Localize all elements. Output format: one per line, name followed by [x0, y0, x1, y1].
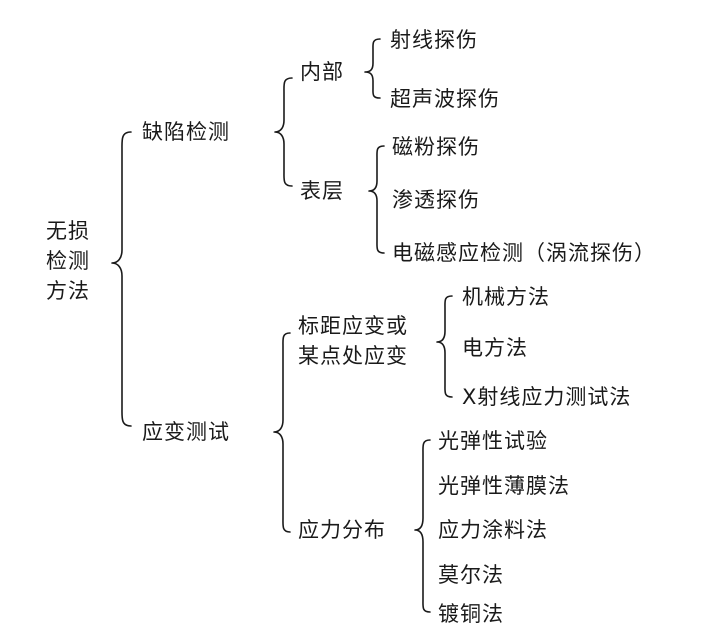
brace-internal	[364, 38, 381, 99]
leaf-eddy-current: 电磁感应检测（涡流探伤）	[392, 241, 656, 265]
point-strain-line1: 标距应变或	[298, 314, 408, 338]
leaf-copper-plating: 镀铜法	[438, 602, 504, 626]
leaf-photoelastic: 光弹性试验	[438, 429, 548, 453]
root-label-line1: 无损	[46, 219, 90, 243]
brace-distribution	[414, 439, 431, 613]
brace-defect	[274, 77, 293, 187]
leaf-ultrasonic: 超声波探伤	[390, 87, 500, 111]
strain-test-label: 应变测试	[142, 420, 230, 444]
root-label-line3: 方法	[46, 279, 90, 303]
brace-root	[111, 131, 132, 427]
leaf-stress-coating: 应力涂料法	[438, 518, 548, 542]
point-strain-label: 标距应变或 某点处应变	[298, 311, 408, 371]
leaf-magnetic-particle: 磁粉探伤	[392, 135, 480, 159]
stress-distribution-label: 应力分布	[298, 518, 386, 542]
leaf-penetrant: 渗透探伤	[392, 188, 480, 212]
root-label-line2: 检测	[46, 249, 90, 273]
brace-surface	[368, 145, 385, 254]
surface-label: 表层	[300, 179, 344, 203]
leaf-moire: 莫尔法	[438, 563, 504, 587]
leaf-mechanical: 机械方法	[462, 285, 550, 309]
defect-detection-label: 缺陷检测	[142, 120, 230, 144]
brace-point	[436, 295, 453, 398]
brace-strain	[273, 332, 291, 533]
leaf-radiographic: 射线探伤	[390, 28, 478, 52]
leaf-photoelastic-film: 光弹性薄膜法	[438, 474, 570, 498]
leaf-xray-stress: X射线应力测试法	[462, 385, 632, 409]
leaf-electrical: 电方法	[462, 336, 528, 360]
internal-label: 内部	[300, 60, 344, 84]
point-strain-line2: 某点处应变	[298, 344, 408, 368]
root-label: 无损 检测 方法	[46, 216, 90, 306]
